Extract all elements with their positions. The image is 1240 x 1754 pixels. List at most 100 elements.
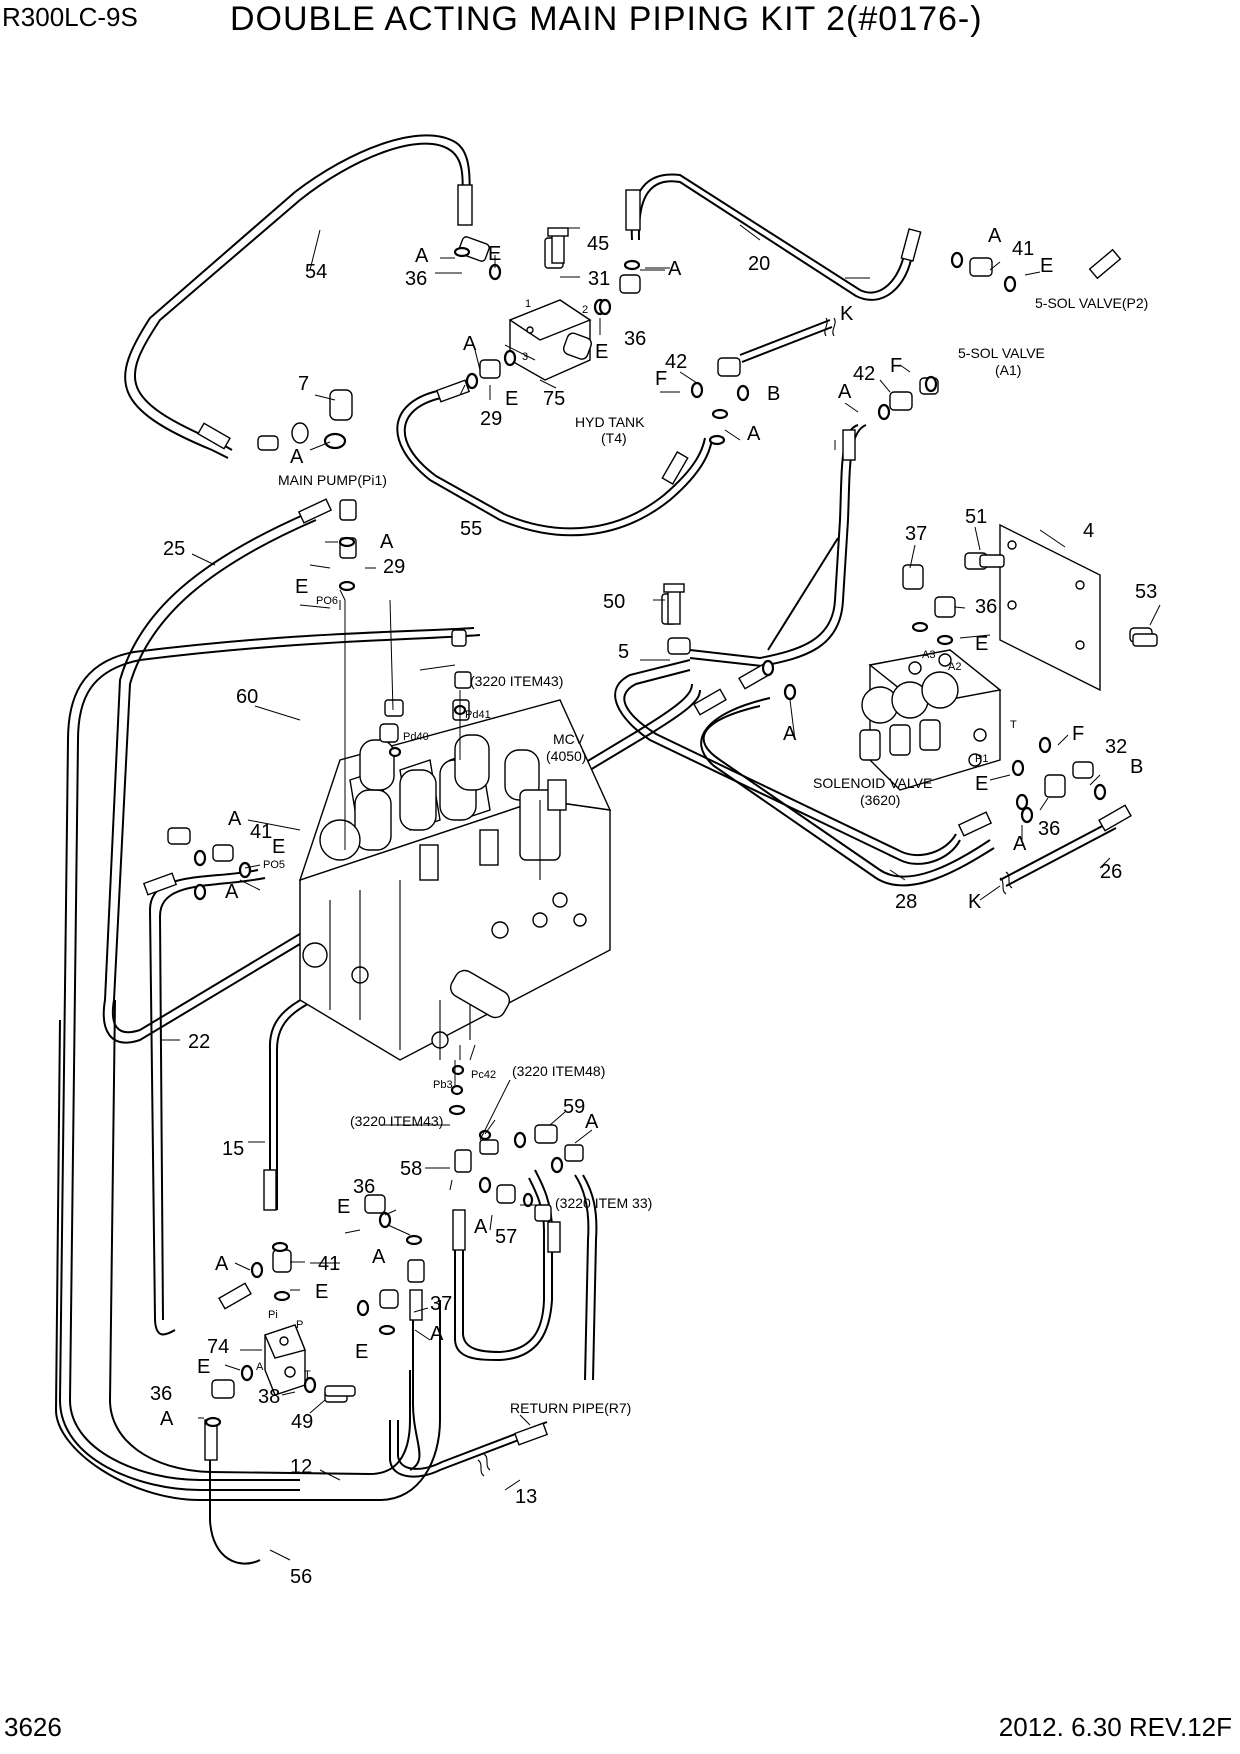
label-26: 26 <box>1100 861 1122 883</box>
hose-26 <box>999 821 1111 881</box>
svg-text:F: F <box>655 368 667 390</box>
label-5: 5 <box>618 641 629 663</box>
label-60: 60 <box>236 686 258 708</box>
label-4: 4 <box>1083 520 1094 542</box>
seal-letter-labels: A E A A E K A E E F B F A A A A E E A F … <box>160 225 1143 1430</box>
label-55: 55 <box>460 518 482 540</box>
hose-braids <box>142 184 1132 1461</box>
label-37a: 37 <box>905 523 927 545</box>
fittings <box>167 236 1153 1403</box>
svg-text:Pd40: Pd40 <box>403 731 429 743</box>
note-main-pump: MAIN PUMP(Pi1) <box>278 472 387 488</box>
label-75: 75 <box>543 388 565 410</box>
svg-text:E: E <box>355 1341 368 1363</box>
svg-text:A: A <box>160 1408 174 1430</box>
label-54: 54 <box>305 261 327 283</box>
break-symbols <box>477 317 1013 1477</box>
svg-text:A: A <box>838 381 852 403</box>
svg-text:E: E <box>272 836 285 858</box>
label-41a: 41 <box>1012 238 1034 260</box>
label-56: 56 <box>290 1566 312 1588</box>
hose-55 <box>396 389 713 537</box>
hose-a1 <box>767 537 839 651</box>
note-mcv-2: (4050) <box>546 748 586 764</box>
svg-text:B: B <box>767 383 780 405</box>
svg-text:E: E <box>1040 255 1053 277</box>
svg-text:Pi: Pi <box>268 1309 278 1321</box>
svg-text:E: E <box>337 1196 350 1218</box>
svg-text:A: A <box>228 808 242 830</box>
svg-text:A: A <box>783 723 797 745</box>
svg-text:E: E <box>595 341 608 363</box>
hose-59 <box>574 1174 590 1381</box>
svg-text:E: E <box>975 633 988 655</box>
svg-text:A2: A2 <box>948 661 961 673</box>
block-75 <box>508 299 592 381</box>
svg-text:A: A <box>415 245 429 267</box>
pipe-22 <box>68 634 481 1481</box>
hose-37 <box>409 1310 421 1471</box>
svg-text:A: A <box>256 1361 264 1373</box>
svg-text:A: A <box>474 1216 488 1238</box>
label-74: 74 <box>207 1336 229 1358</box>
label-57: 57 <box>495 1226 517 1248</box>
o-rings <box>193 246 1107 1428</box>
label-42b: 42 <box>853 363 875 385</box>
svg-text:PO6: PO6 <box>316 595 338 607</box>
label-36c: 36 <box>975 596 997 618</box>
svg-text:A: A <box>290 446 304 468</box>
svg-text:A: A <box>225 881 239 903</box>
note-solenoid-2: (3620) <box>860 792 900 808</box>
svg-text:P: P <box>296 1319 303 1331</box>
label-29a: 29 <box>480 408 502 430</box>
label-36e: 36 <box>353 1176 375 1198</box>
svg-text:E: E <box>197 1356 210 1378</box>
svg-text:A: A <box>668 258 682 280</box>
label-59: 59 <box>563 1096 585 1118</box>
svg-text:PO5: PO5 <box>263 859 285 871</box>
pipe-25 <box>102 511 701 1044</box>
svg-text:Pd41: Pd41 <box>465 709 491 721</box>
svg-text:E: E <box>505 388 518 410</box>
label-53: 53 <box>1135 581 1157 603</box>
svg-text:E: E <box>315 1281 328 1303</box>
port-labels: PO6 Pd41 Pd40 PO5 Pb3 Pc42 Pi P T A A3 A… <box>256 298 1017 1381</box>
leader-lines <box>160 224 1161 1561</box>
svg-text:A: A <box>215 1253 229 1275</box>
page-number: 3626 <box>4 1712 62 1742</box>
model-code: R300LC-9S <box>2 2 138 32</box>
label-7: 7 <box>298 373 309 395</box>
label-51: 51 <box>965 506 987 528</box>
hose-13 <box>389 1420 546 1478</box>
svg-text:P1: P1 <box>975 753 988 765</box>
svg-text:T: T <box>304 1369 311 1381</box>
note-item43-top: (3220 ITEM43) <box>470 673 563 689</box>
svg-text:Pb3: Pb3 <box>433 1079 453 1091</box>
page-header: R300LC-9S DOUBLE ACTING MAIN PIPING KIT … <box>0 0 1240 60</box>
notes: 5-SOL VALVE(P2) 5-SOL VALVE (A1) HYD TAN… <box>278 295 1148 1416</box>
svg-text:K: K <box>968 891 982 913</box>
svg-text:A: A <box>380 531 394 553</box>
main-control-valve <box>298 699 612 1061</box>
hose-60 <box>148 869 259 1336</box>
svg-text:E: E <box>488 243 501 265</box>
label-36d: 36 <box>1038 818 1060 840</box>
label-50: 50 <box>603 591 625 613</box>
svg-text:A: A <box>372 1246 386 1268</box>
label-13: 13 <box>515 1486 537 1508</box>
block-74 <box>264 1324 306 1396</box>
svg-text:F: F <box>1072 723 1084 745</box>
label-37b: 37 <box>430 1293 452 1315</box>
note-item33: (3220 ITEM 33) <box>555 1195 652 1211</box>
note-item43-low: (3220 ITEM43) <box>350 1113 443 1129</box>
svg-text:1: 1 <box>525 298 531 310</box>
svg-text:2: 2 <box>582 304 588 316</box>
note-hyd-tank-2: (T4) <box>601 430 627 446</box>
label-58: 58 <box>400 1158 422 1180</box>
hose-54 <box>133 142 464 451</box>
hose-74 <box>209 1450 261 1565</box>
svg-text:A: A <box>430 1323 444 1345</box>
svg-text:A: A <box>463 333 477 355</box>
part-number-labels: 54 45 31 36 36 20 41 7 29 75 42 42 55 25… <box>150 233 1157 1588</box>
